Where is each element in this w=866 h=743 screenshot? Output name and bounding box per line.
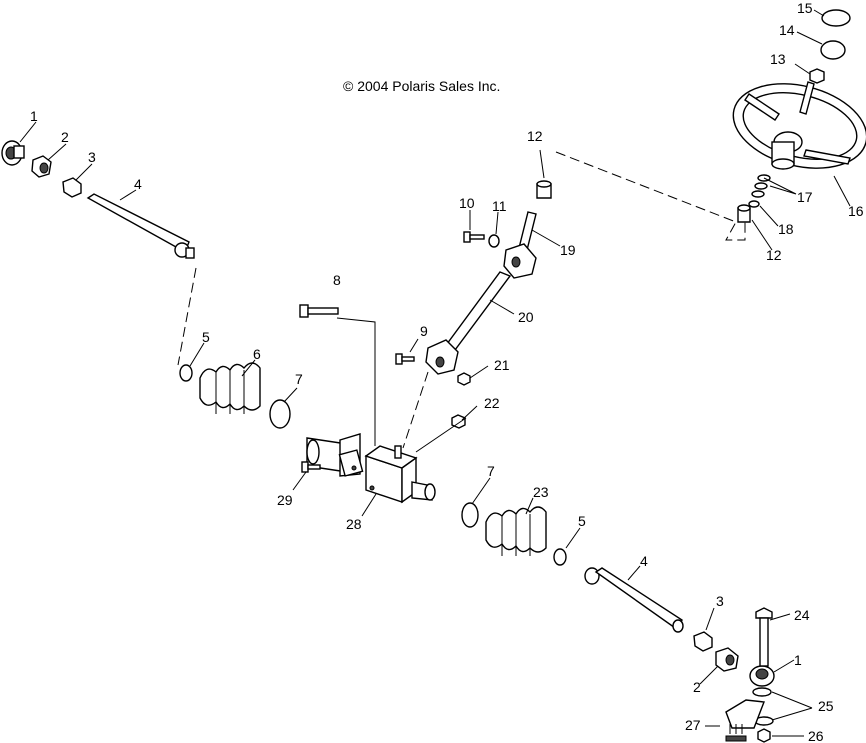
callout-29: 29 [277,492,293,508]
callout-1-right: 1 [794,652,802,668]
dashed-leader-shaft-to-rack [402,371,429,449]
boot-clamp-large-left [269,399,291,429]
bolt-29 [301,461,321,473]
callout-15: 15 [797,0,813,16]
spindle-arm-27 [725,699,765,742]
callout-6: 6 [253,346,261,362]
bolt-24 [755,607,773,667]
callout-2-left: 2 [61,129,69,145]
bolt-10 [463,231,485,243]
callout-28: 28 [346,516,362,532]
nut-26 [757,728,771,743]
callout-2-right: 2 [693,679,701,695]
callout-18: 18 [778,221,794,237]
callout-12-upper: 12 [527,128,543,144]
intermediate-shaft-20 [443,271,512,355]
bolt-9 [395,353,415,365]
callout-1-left: 1 [30,108,38,124]
callout-23: 23 [533,484,549,500]
dashed-path-bushings [555,151,746,241]
callout-labels: 1 2 3 4 5 6 7 8 9 10 11 12 12 13 14 15 1… [30,0,864,743]
inner-tie-rod-left [86,193,195,259]
boot-clamp-small-left [179,364,193,382]
lower-u-joint [425,339,459,375]
callout-11: 11 [492,198,507,214]
callout-10: 10 [459,195,475,211]
adjuster-sleeve-right [693,631,713,652]
nut-21 [457,372,471,386]
bushing-12-lower [737,204,751,223]
adjuster-sleeve-left [62,177,82,198]
callout-4-left: 4 [134,176,142,192]
dashed-leader-left-rod [177,267,197,366]
callout-5-right: 5 [578,513,586,529]
copyright-text: © 2004 Polaris Sales Inc. [343,78,500,94]
callout-16: 16 [848,203,864,219]
leader-lines [19,9,851,737]
bolt-8 [299,304,339,318]
tie-rod-end-left [1,140,25,166]
bushing-12-upper [536,180,552,199]
callout-3-right: 3 [716,593,724,609]
inner-tie-rod-right [584,567,684,633]
callout-14: 14 [779,22,795,38]
callout-20: 20 [518,309,534,325]
callout-3-left: 3 [88,149,96,165]
callout-7-right: 7 [487,463,495,479]
washers-25 [752,687,774,726]
callout-12-lower: 12 [766,247,782,263]
steering-boot-right [485,506,547,556]
callout-9: 9 [420,323,428,339]
steering-boot-left [199,362,261,414]
jam-nut-left [31,155,52,178]
upper-u-joint [503,243,537,279]
leader-bolt-8 [336,317,376,446]
emblem-15 [821,9,851,27]
jam-nut-right [715,647,739,672]
tie-rod-end-right [749,665,775,687]
steering-rack-housing [306,433,436,504]
callout-5-left: 5 [202,329,210,345]
callout-13: 13 [770,51,786,67]
callout-26: 26 [808,728,824,743]
boot-clamp-large-right [461,502,479,528]
callout-22: 22 [484,395,500,411]
callout-8: 8 [333,272,341,288]
callout-21: 21 [494,357,510,373]
cap-14 [820,40,846,60]
callout-4-right: 4 [640,553,648,569]
nut-11 [488,234,500,248]
callout-27: 27 [685,717,701,733]
steering-wheel-16 [732,81,866,170]
callout-25: 25 [818,698,834,714]
boot-clamp-small-right [553,548,567,566]
callout-24: 24 [794,607,810,623]
nut-13 [809,68,825,84]
callout-17: 17 [797,189,813,205]
callout-19: 19 [560,242,576,258]
callout-7-left: 7 [295,371,303,387]
